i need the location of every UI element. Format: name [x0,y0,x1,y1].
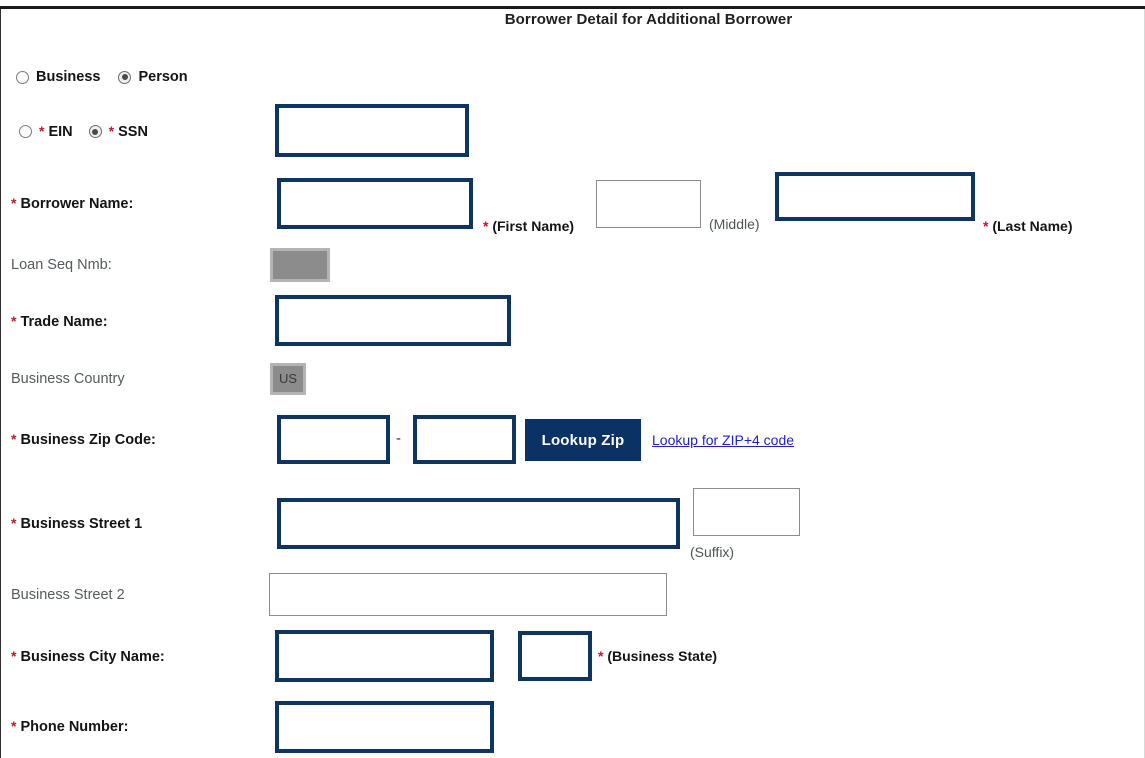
phone-number-label: * Phone Number: [11,718,128,735]
business-city-label: * Business City Name: [11,648,165,665]
first-name-note-text: (First Name) [492,218,575,234]
zip-separator: - [396,430,401,447]
page-title: Borrower Detail for Additional Borrower [0,11,1145,28]
required-star-business-city: * [11,648,17,664]
business-street-1-label-text: Business Street 1 [20,516,143,532]
required-star-business-street-1: * [11,515,17,531]
trade-name-label: * Trade Name: [11,313,108,330]
radio-group-entity-type: Business Person [16,69,188,85]
middle-name-input[interactable] [596,180,701,228]
trade-name-input[interactable] [275,295,511,346]
radio-business-label: Business [36,69,101,85]
business-city-label-text: Business City Name: [20,649,165,665]
business-state-note: * (Business State) [598,648,717,664]
last-name-note-text: (Last Name) [992,218,1073,234]
street-suffix-input[interactable] [693,488,800,536]
business-zip-label: * Business Zip Code: [11,431,156,448]
required-star-business-state: * [598,648,604,664]
required-star-business-zip: * [11,431,17,447]
loan-seq-nmb-label: Loan Seq Nmb: [11,257,112,273]
trade-name-label-text: Trade Name: [20,314,108,330]
required-star-ssn: * [108,123,115,139]
radio-person[interactable] [118,70,132,84]
business-street-1-input[interactable] [277,498,680,549]
business-country-value: US [270,363,306,395]
required-star-borrower-name: * [11,195,17,211]
business-state-note-text: (Business State) [607,648,718,664]
business-street-1-label: * Business Street 1 [11,515,142,532]
required-star-phone-number: * [11,718,17,734]
left-border [0,9,1,758]
business-zip-label-text: Business Zip Code: [20,432,156,448]
phone-number-label-text: Phone Number: [20,719,129,735]
tax-id-input[interactable] [275,104,469,157]
business-street-2-input[interactable] [269,573,667,616]
street-suffix-note: (Suffix) [690,544,735,560]
radio-ssn-label: * SSN [108,123,148,140]
borrower-name-label: * Borrower Name: [11,195,133,212]
phone-number-input[interactable] [275,701,494,753]
required-star-first-name: * [483,218,489,234]
first-name-input[interactable] [277,178,473,229]
business-street-2-label: Business Street 2 [11,587,125,603]
radio-ein[interactable] [19,125,32,138]
borrower-name-label-text: Borrower Name: [20,196,134,212]
business-country-label: Business Country [11,371,125,387]
radio-person-label: Person [138,69,188,85]
top-divider [0,6,1145,9]
business-city-input[interactable] [275,630,494,682]
lookup-zip4-link[interactable]: Lookup for ZIP+4 code [652,432,795,448]
middle-name-note: (Middle) [709,216,760,232]
loan-seq-nmb-value [270,248,330,282]
page-title-text: Borrower Detail for Additional Borrower [504,11,793,28]
required-star-trade-name: * [11,313,17,329]
radio-ssn[interactable] [88,125,102,138]
radio-group-tax-id-type: * EIN * SSN [19,123,148,140]
required-star-last-name: * [983,218,989,234]
last-name-note: * (Last Name) [983,218,1072,234]
radio-ein-label: * EIN [39,123,73,140]
last-name-input[interactable] [775,172,975,221]
zip5-input[interactable] [277,415,390,464]
business-state-input[interactable] [518,631,592,681]
zip4-input[interactable] [413,415,516,464]
lookup-zip-button[interactable]: Lookup Zip [525,419,641,461]
required-star-ein: * [39,123,45,139]
radio-business[interactable] [16,70,29,84]
first-name-note: * (First Name) [483,218,574,234]
